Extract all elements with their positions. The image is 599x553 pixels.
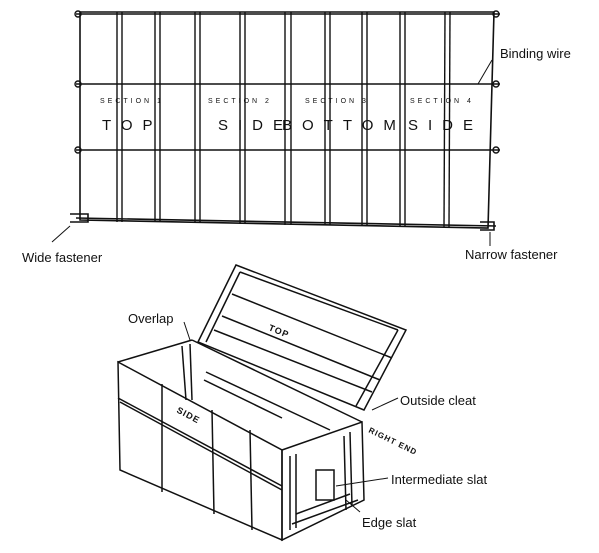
face-1-label: TOP: [102, 117, 163, 134]
svg-text:Outside cleat: Outside cleat: [400, 393, 476, 408]
svg-text:Narrow fastener: Narrow fastener: [465, 247, 558, 262]
callout-outside-cleat: Outside cleat: [371, 393, 476, 411]
blank-cleats: [116, 11, 451, 228]
assembled-box: [117, 264, 408, 542]
box-top-label: TOP: [267, 323, 291, 340]
face-labels: TOP SIDE BOTTOM SIDE: [102, 117, 483, 134]
svg-text:Intermediate slat: Intermediate slat: [391, 472, 487, 487]
box-right-end: [281, 420, 365, 542]
box-back-rim: [117, 339, 363, 431]
section-4-label: SECTION 4: [410, 98, 474, 105]
box-front-side: [117, 360, 283, 542]
wire-ends: [74, 10, 500, 154]
box-side-label: SIDE: [175, 405, 202, 426]
face-4-label: SIDE: [408, 117, 483, 134]
svg-text:Overlap: Overlap: [128, 311, 174, 326]
box-lid: [196, 264, 408, 411]
callout-binding-wire: Binding wire: [477, 46, 571, 85]
flat-blank: [70, 10, 500, 231]
svg-text:Binding wire: Binding wire: [500, 46, 571, 61]
binding-wires: [75, 13, 500, 227]
callout-wide-fastener: Wide fastener: [22, 225, 103, 265]
callout-intermediate-slat: Intermediate slat: [335, 472, 487, 487]
face-2-label: SIDE: [218, 117, 293, 134]
section-labels: SECTION 1 SECTION 2 SECTION 3 SECTION 4: [100, 98, 474, 105]
section-2-label: SECTION 2: [208, 98, 272, 105]
face-3-label: BOTTOM: [282, 117, 406, 134]
callout-overlap: Overlap: [128, 311, 191, 341]
svg-text:Edge slat: Edge slat: [362, 515, 417, 530]
section-3-label: SECTION 3: [305, 98, 369, 105]
callout-narrow-fastener: Narrow fastener: [465, 232, 558, 262]
svg-text:Wide fastener: Wide fastener: [22, 250, 103, 265]
wide-fastener-mark: [70, 213, 89, 223]
narrow-fastener-mark: [480, 221, 495, 231]
callout-edge-slat: Edge slat: [345, 499, 417, 530]
section-1-label: SECTION 1: [100, 98, 164, 105]
box-right-end-label: RIGHT END: [367, 426, 419, 457]
